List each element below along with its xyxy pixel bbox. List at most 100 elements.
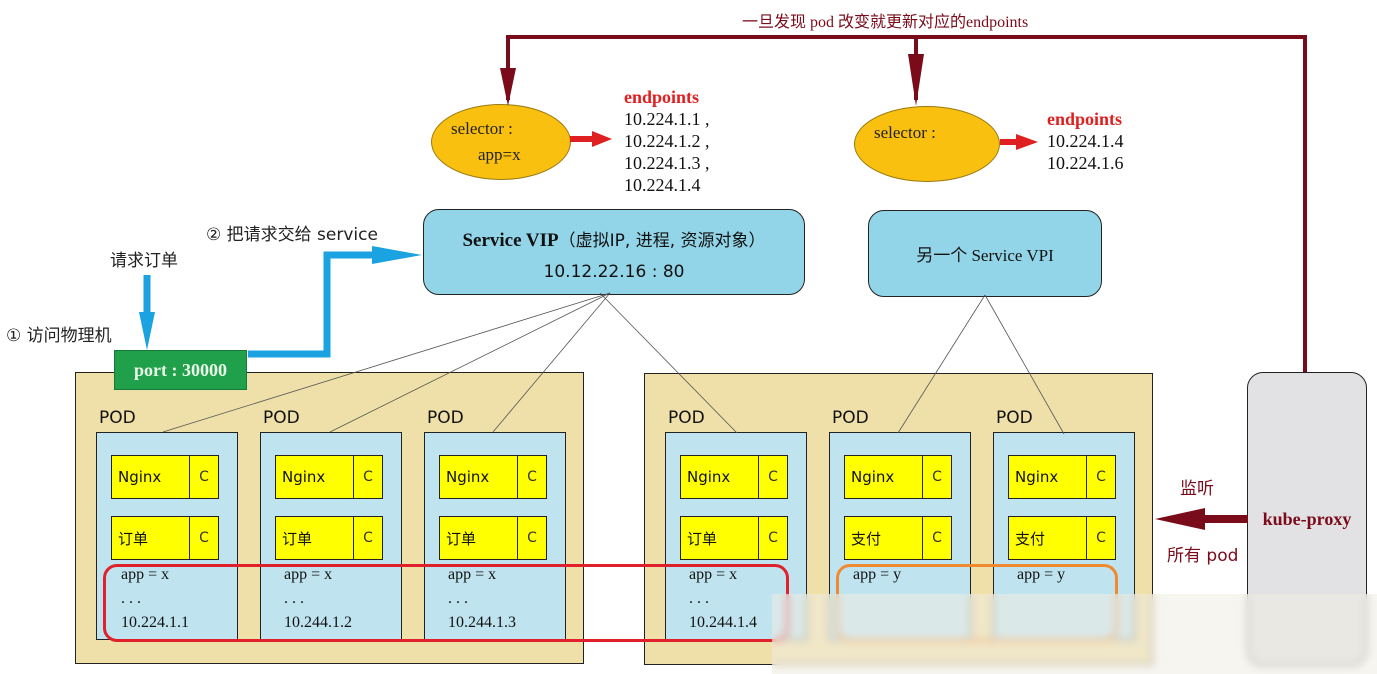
endpoint-arrowhead-2 [1016,134,1038,150]
watermark-blur [772,594,1377,674]
update-endpoints-note: 一旦发现 pod 改变就更新对应的endpoints [742,14,1029,31]
pod-label: POD [668,408,705,428]
container: Nginx C [439,455,547,499]
endpoint-item: 10.224.1.4 [624,175,701,195]
container: Nginx C [844,455,952,499]
pod-dots: . . . [121,590,141,607]
pod-label: POD [99,408,136,428]
container: 订单 C [680,516,788,560]
container-name: 支付 [851,529,882,548]
pod-dots: . . . [448,590,468,607]
container: 订单 C [275,516,383,560]
request-arrowhead [139,312,155,350]
container: Nginx C [275,455,383,499]
watch-arrowhead-left [500,68,516,106]
pod-ip: 10.244.1.3 [448,614,516,631]
container-name: 订单 [282,529,313,548]
container-c-label: C [1086,517,1115,559]
forward-arrowhead [372,246,422,264]
pod-meta: app = x . . . 10.244.1.3 [448,563,516,635]
pod-app: app = x [284,566,333,583]
pod-meta: app = x . . . 10.244.1.2 [284,563,352,635]
service-title-bold: Service VIP [462,230,559,251]
other-service-box: 另一个 Service VPI [868,210,1102,297]
container: Nginx C [680,455,788,499]
watch-arrowhead-right [908,54,924,106]
container-name: Nginx [851,468,895,486]
listen-label: 监听 [1180,479,1214,499]
container-c-label: C [758,517,787,559]
pod-ip: 10.224.1.1 [121,614,189,631]
pod-app: app = x [448,566,497,583]
container-name: Nginx [1015,468,1059,486]
service-address: 10.12.22.16 : 80 [543,262,685,282]
container-name: Nginx [118,468,162,486]
container-name: Nginx [446,468,490,486]
step1-label: ① 访问物理机 [6,326,112,346]
pod-dots: . . . [689,590,709,607]
container-c-label: C [1086,456,1115,498]
service-title: Service VIP（虚拟IP, 进程, 资源对象） [424,226,804,252]
container: 订单 C [111,516,219,560]
endpoints-title: endpoints [1047,109,1123,129]
pod-ip: 10.244.1.4 [689,614,757,631]
service-title-rest: （虚拟IP, 进程, 资源对象） [558,231,766,251]
service-vip-box: Service VIP（虚拟IP, 进程, 资源对象） 10.12.22.16 … [423,209,805,295]
pod-meta: app = y [1017,563,1065,635]
container-c-label: C [353,517,382,559]
container-c-label: C [922,517,951,559]
endpoint-item: 10.224.1.2 , [624,131,710,151]
pod-app: app = y [1017,566,1066,583]
endpoints-list-y: endpoints 10.224.1.4 10.224.1.6 [1047,108,1124,174]
selector-ellipse-x: selector : app=x [431,104,571,180]
request-order-label: 请求订单 [110,251,178,271]
pod-ip: 10.244.1.2 [284,614,352,631]
endpoint-item: 10.224.1.4 [1047,131,1124,151]
pod-label: POD [263,408,300,428]
endpoint-item: 10.224.1.6 [1047,153,1124,173]
pod-label: POD [996,408,1033,428]
pod-app: app = x [121,566,170,583]
pod-meta: app = y [853,563,901,635]
selector-label: selector : [451,119,513,138]
selector-ellipse-y: selector : [854,106,1000,182]
endpoint-item: 10.224.1.3 , [624,153,710,173]
container-c-label: C [517,456,546,498]
node-port-badge: port : 30000 [114,350,247,390]
container-c-label: C [353,456,382,498]
container-name: Nginx [282,468,326,486]
container-name: 支付 [1015,529,1046,548]
endpoints-title: endpoints [624,87,700,107]
container-name: Nginx [687,468,731,486]
container: Nginx C [1008,455,1116,499]
pod-meta: app = x . . . 10.244.1.4 [689,563,757,635]
container-c-label: C [189,456,218,498]
pod-dots: . . . [284,590,304,607]
container-c-label: C [189,517,218,559]
pod-app: app = x [689,566,738,583]
container: Nginx C [111,455,219,499]
all-pods-label: 所有 pod [1167,546,1239,566]
forward-arrow [248,251,385,358]
container: 支付 C [1008,516,1116,560]
step2-label: ② 把请求交给 service [206,225,378,245]
endpoint-arrowhead-1 [592,131,612,147]
container-c-label: C [922,456,951,498]
pod-meta: app = x . . . 10.224.1.1 [121,563,189,635]
pod-app: app = y [853,566,902,583]
container-name: 订单 [687,529,718,548]
selector-label: selector : [874,123,936,142]
pod-label: POD [832,408,869,428]
selector-value: app=x [478,145,521,164]
listen-arrowhead [1155,508,1205,530]
selector-match-ring-x [103,564,789,642]
endpoint-item: 10.224.1.1 , [624,109,710,129]
container-name: 订单 [118,529,149,548]
container-c-label: C [758,456,787,498]
container: 支付 C [844,516,952,560]
container-c-label: C [517,517,546,559]
